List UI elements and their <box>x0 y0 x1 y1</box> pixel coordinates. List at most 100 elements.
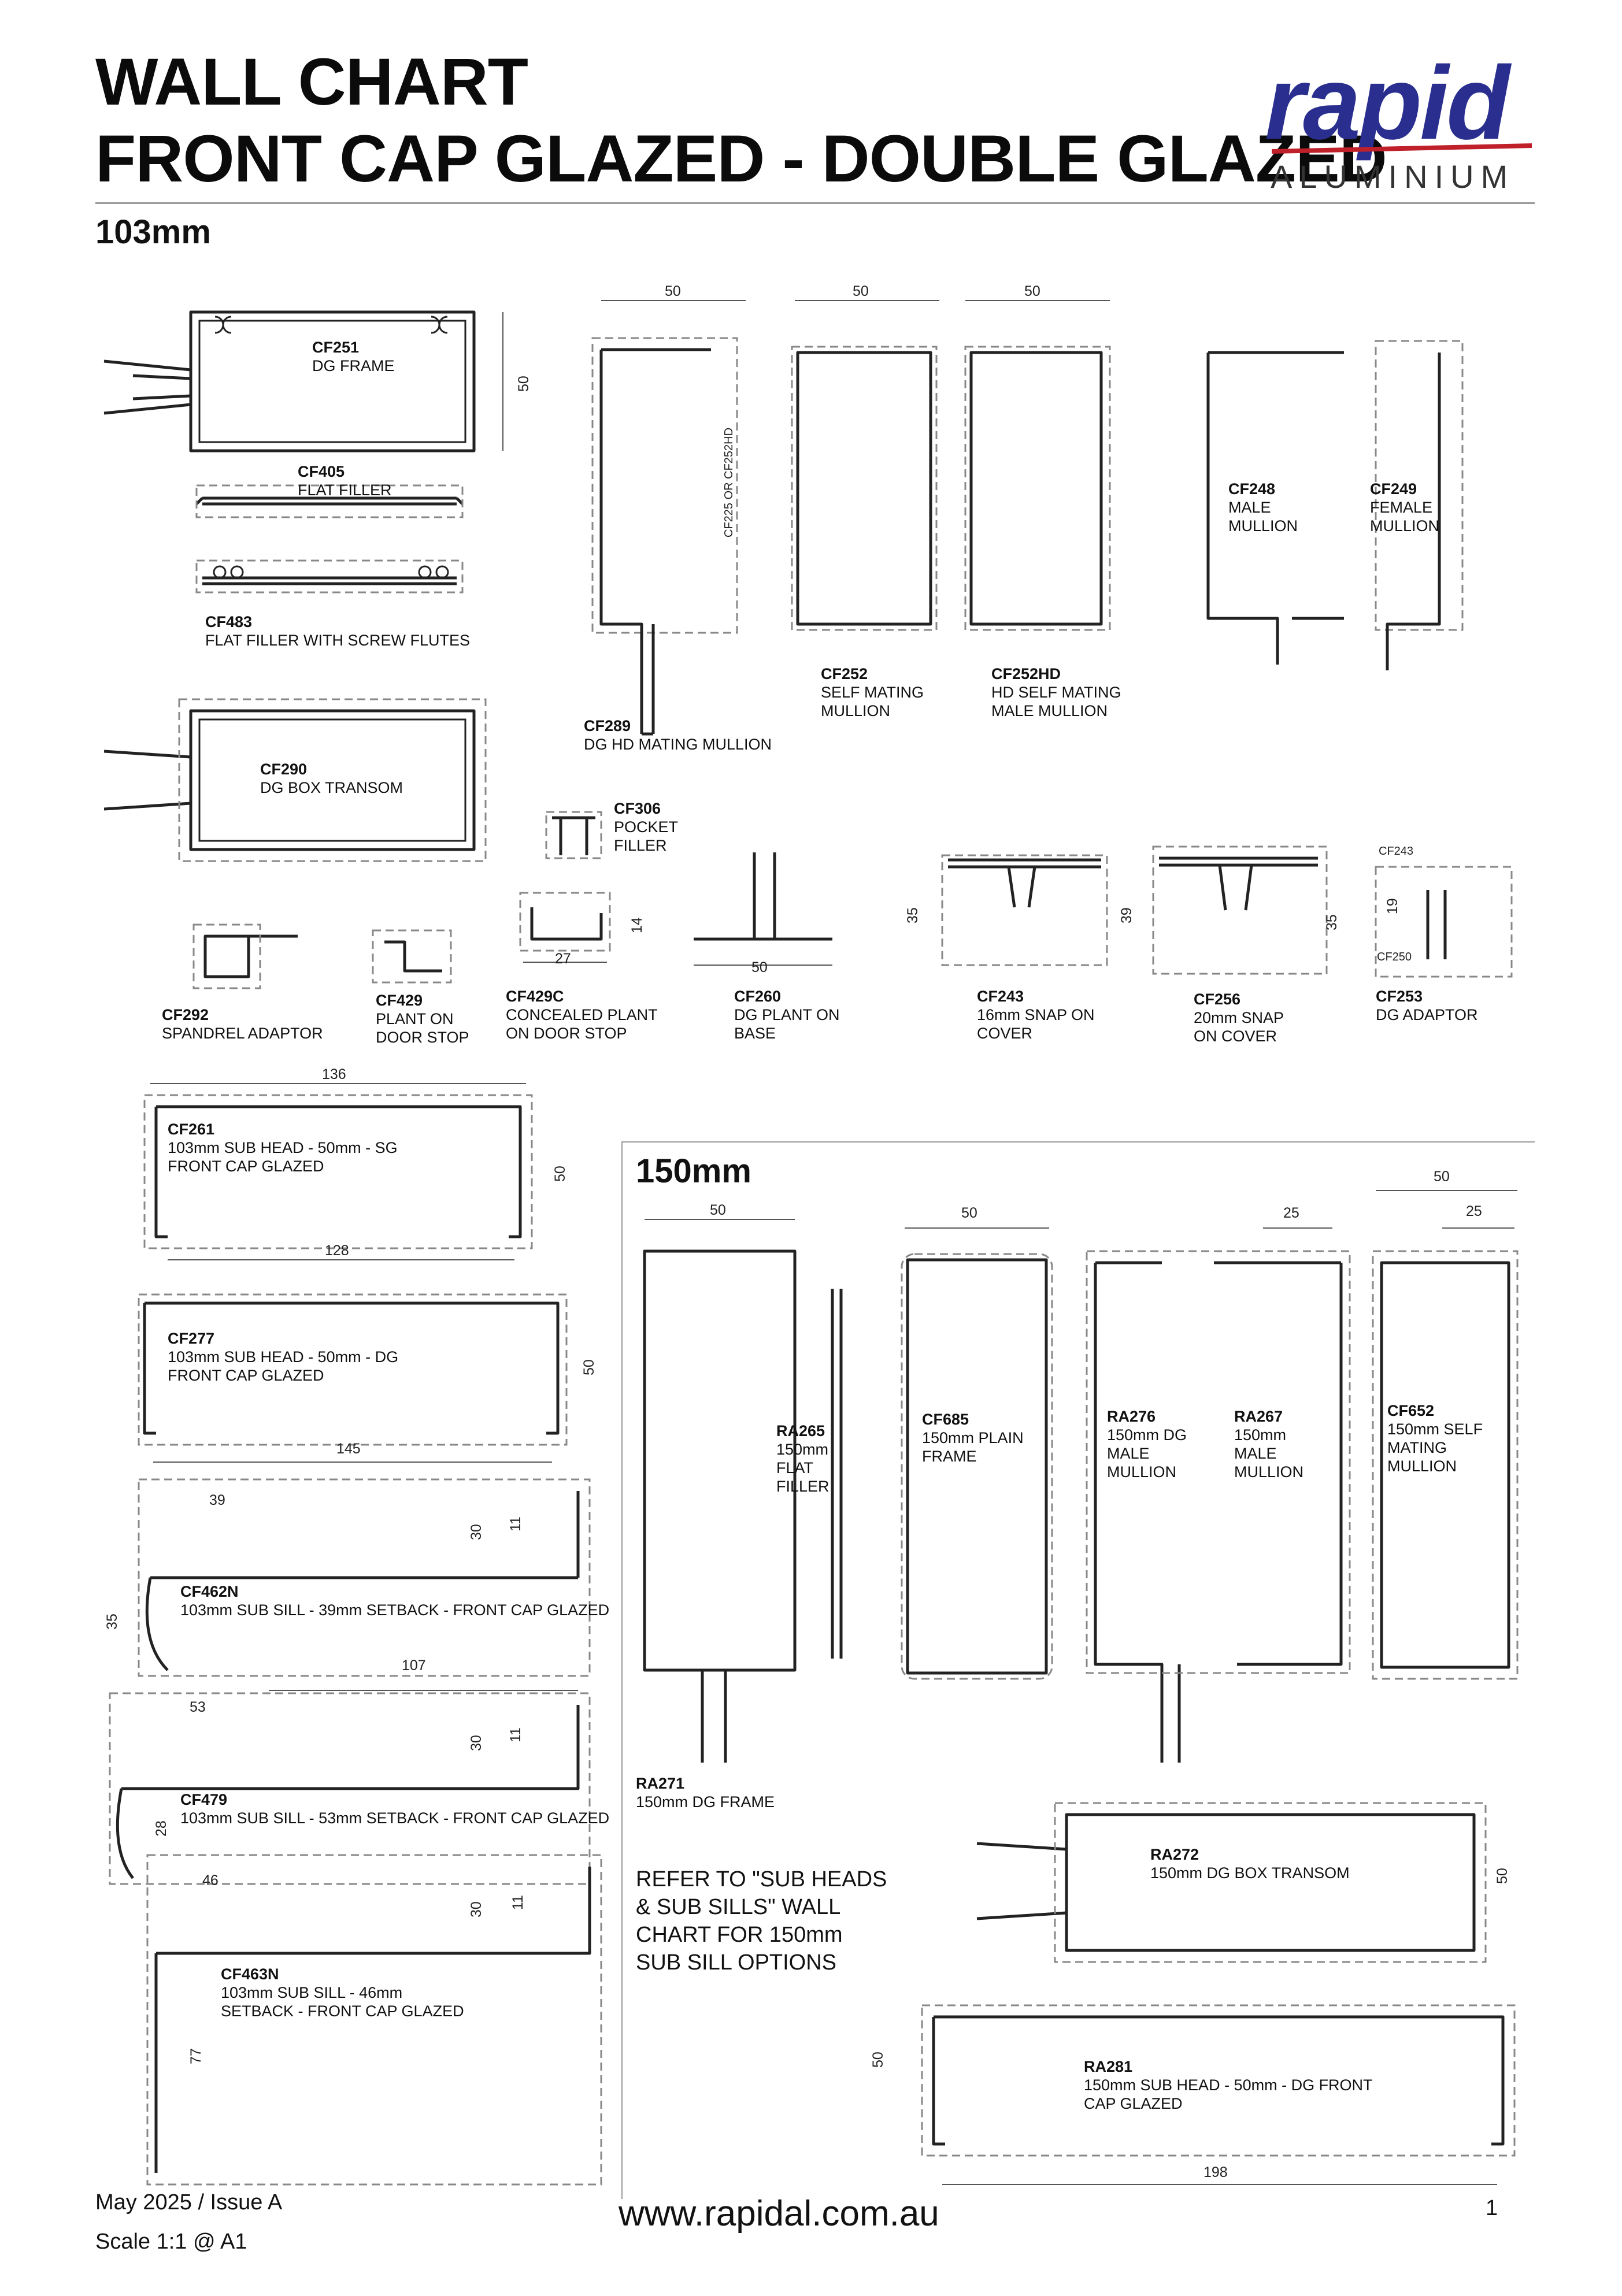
label-cf253: CF253 DG ADAPTOR <box>1376 987 1478 1024</box>
dim-cf479-width: 107 <box>402 1657 426 1674</box>
cf685-code: CF685 <box>922 1411 969 1428</box>
label-cf652: CF652 150mm SELF MATING MULLION <box>1387 1401 1483 1475</box>
label-cf289: CF289 DG HD MATING MULLION <box>584 717 772 754</box>
dim-cf277-bottom: 145 <box>336 1441 361 1457</box>
cf289-desc: DG HD MATING MULLION <box>584 736 772 753</box>
header-rule <box>95 202 1535 204</box>
cf462n-code: CF462N <box>180 1583 239 1600</box>
dim-cf479-setback: 53 <box>190 1699 206 1715</box>
ra276-ra267-drawing <box>1086 1227 1351 1763</box>
cf253-desc: DG ADAPTOR <box>1376 1006 1478 1023</box>
ra265-drawing <box>831 1289 843 1659</box>
dim-ra281-width: 198 <box>1203 2164 1228 2180</box>
logo-word: rapid <box>1265 46 1512 161</box>
cf260-drawing <box>694 852 832 966</box>
cf405-drawing <box>195 484 464 518</box>
ra281-drawing <box>921 2004 1516 2185</box>
label-cf479: CF479 103mm SUB SILL - 53mm SETBACK - FR… <box>180 1790 609 1827</box>
cf290-desc: DG BOX TRANSOM <box>260 779 403 796</box>
cf652-drawing <box>1372 1190 1519 1680</box>
dim-cf463n-setback: 46 <box>202 1872 219 1889</box>
label-cf292: CF292 SPANDREL ADAPTOR <box>162 1006 323 1043</box>
dim-cf429c-width: 27 <box>555 951 571 967</box>
cf252-desc: SELF MATING MULLION <box>821 684 924 719</box>
logo-swoosh <box>1272 143 1532 154</box>
label-cf252hd: CF252HD HD SELF MATING MALE MULLION <box>991 665 1121 720</box>
label-cf685: CF685 150mm PLAIN FRAME <box>922 1410 1024 1466</box>
label-cf251: CF251 DG FRAME <box>312 338 395 375</box>
cf429-code: CF429 <box>376 992 423 1009</box>
ra265-code: RA265 <box>776 1422 825 1440</box>
dim-ra267-25: 25 <box>1283 1205 1299 1221</box>
cf429c-code: CF429C <box>506 988 564 1005</box>
label-cf256: CF256 20mm SNAP ON COVER <box>1194 990 1284 1045</box>
dim-cf243-height: 35 <box>905 907 921 923</box>
label-ra276: RA276 150mm DG MALE MULLION <box>1107 1407 1187 1481</box>
label-cf243: CF243 16mm SNAP ON COVER <box>977 987 1095 1043</box>
cf292-drawing <box>192 923 298 989</box>
cf252hd-desc: HD SELF MATING MALE MULLION <box>991 684 1121 719</box>
section-150mm: 150mm <box>636 1152 751 1190</box>
cf277-code: CF277 <box>168 1330 215 1347</box>
cf251-desc: DG FRAME <box>312 357 395 374</box>
cf652-code: CF652 <box>1387 1402 1435 1419</box>
label-cf248: CF248 MALE MULLION <box>1228 480 1298 535</box>
cf256-drawing <box>1152 845 1328 975</box>
cf249-code: CF249 <box>1370 480 1417 498</box>
cf479-desc: 103mm SUB SILL - 53mm SETBACK - FRONT CA… <box>180 1809 610 1827</box>
ra281-desc: 150mm SUB HEAD - 50mm - DG FRONT CAP GLA… <box>1084 2076 1373 2112</box>
dim-cf652-width: 50 <box>1434 1169 1450 1185</box>
label-ra271: RA271 150mm DG FRAME <box>636 1774 775 1811</box>
ra281-code: RA281 <box>1084 2058 1133 2075</box>
dim-cf463n-30: 30 <box>468 1901 484 1917</box>
dim-cf252-width: 50 <box>853 283 869 299</box>
cf256-code: CF256 <box>1194 991 1241 1008</box>
ra272-drawing <box>976 1802 1487 1963</box>
section-103mm: 103mm <box>95 213 211 251</box>
cf252-code: CF252 <box>821 665 868 683</box>
label-cf306: CF306 POCKET FILLER <box>614 799 678 855</box>
label-cf405: CF405 FLAT FILLER <box>298 462 392 499</box>
cf685-drawing <box>901 1227 1053 1680</box>
cf483-drawing <box>195 559 464 594</box>
cf462n-drawing <box>138 1478 591 1677</box>
dim-cf479-30: 30 <box>468 1735 484 1751</box>
dim-cf277-height: 50 <box>581 1359 597 1375</box>
label-cf290: CF290 DG BOX TRANSOM <box>260 760 403 797</box>
cf251-code: CF251 <box>312 339 360 356</box>
dim-cf251-height: 50 <box>516 376 532 392</box>
cf252hd-drawing <box>964 300 1111 631</box>
dim-cf429c-height: 14 <box>629 917 645 933</box>
cf463n-drawing <box>146 1854 602 2186</box>
footer-website[interactable]: www.rapidal.com.au <box>619 2194 939 2234</box>
dim-cf261-top: 136 <box>322 1066 346 1082</box>
cf306-desc: POCKET FILLER <box>614 818 679 854</box>
dim-cf462n-35: 35 <box>104 1613 120 1630</box>
cf243-code: CF243 <box>977 988 1024 1005</box>
cf253-drawing <box>1375 866 1513 978</box>
cf243-small-label: CF243 <box>1379 845 1414 858</box>
cf251-drawing <box>103 310 503 452</box>
cf289-code: CF289 <box>584 717 631 735</box>
ra267-code: RA267 <box>1234 1408 1283 1425</box>
dim-cf463n-77: 77 <box>188 2048 204 2064</box>
rapid-logo: rapid ALUMINIUM <box>1260 45 1538 196</box>
dim-cf479-28: 28 <box>153 1820 169 1837</box>
label-cf277: CF277 103mm SUB HEAD - 50mm - DG FRONT C… <box>168 1329 398 1385</box>
cf292-code: CF292 <box>162 1006 209 1023</box>
dim-ra281-height: 50 <box>870 2052 886 2068</box>
cf248-code: CF248 <box>1228 480 1276 498</box>
dim-cf256-height: 39 <box>1119 907 1135 923</box>
cf463n-desc: 103mm SUB SILL - 46mm SETBACK - FRONT CA… <box>221 1984 464 2020</box>
cf252hd-code: CF252HD <box>991 665 1061 683</box>
label-cf429: CF429 PLANT ON DOOR STOP <box>376 991 469 1047</box>
title-line-1: WALL CHART <box>95 45 528 119</box>
label-ra267: RA267 150mm MALE MULLION <box>1234 1407 1303 1481</box>
title-line-2: FRONT CAP GLAZED - DOUBLE GLAZED <box>95 122 1387 196</box>
cf306-code: CF306 <box>614 800 661 817</box>
label-cf252: CF252 SELF MATING MULLION <box>821 665 924 720</box>
cf277-desc: 103mm SUB HEAD - 50mm - DG FRONT CAP GLA… <box>168 1348 399 1384</box>
cf479-drawing <box>109 1690 591 1885</box>
label-cf249: CF249 FEMALE MULLION <box>1370 480 1439 535</box>
